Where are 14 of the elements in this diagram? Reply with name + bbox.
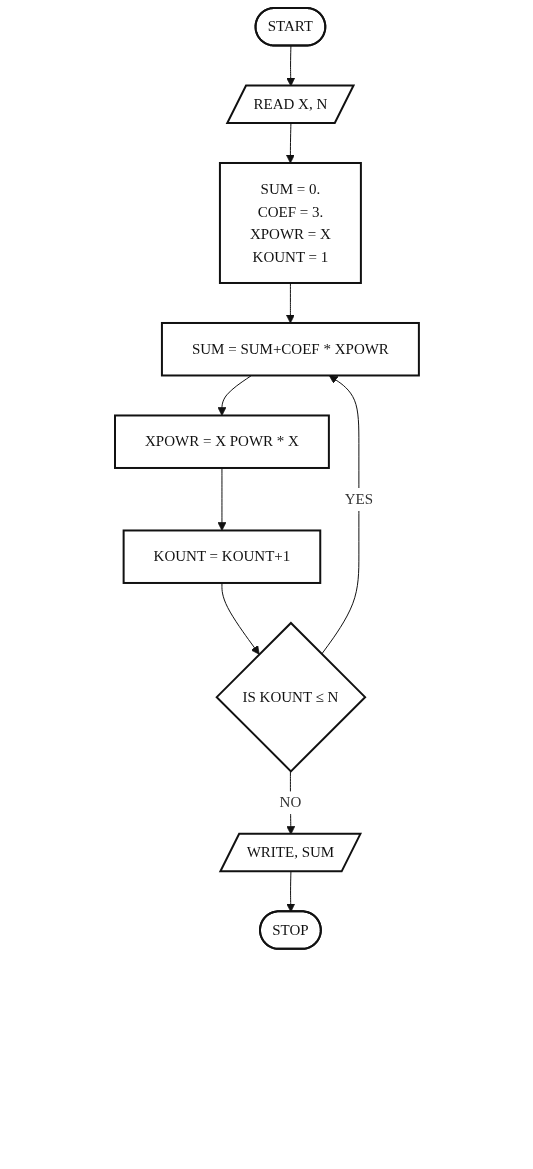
node-box: XPOWR = X POWR * X [113,414,330,469]
arrow [285,123,295,164]
edge-label: NO [279,794,301,811]
edge-label: YES [344,490,373,507]
node-box: SUM = 0. COEF = 3. XPOWR = X KOUNT = 1 [218,162,362,284]
node-box: KOUNT = KOUNT+1 [122,529,321,584]
arrow [285,871,295,913]
arrow [320,375,359,655]
arrow [217,467,226,531]
node-box: SUM = SUM+COEF * XPOWR [160,322,420,377]
node-diamond: IS KOUNT ≤ N [214,621,367,773]
arrow [285,282,295,324]
arrow [217,375,252,416]
arrow [221,582,260,655]
